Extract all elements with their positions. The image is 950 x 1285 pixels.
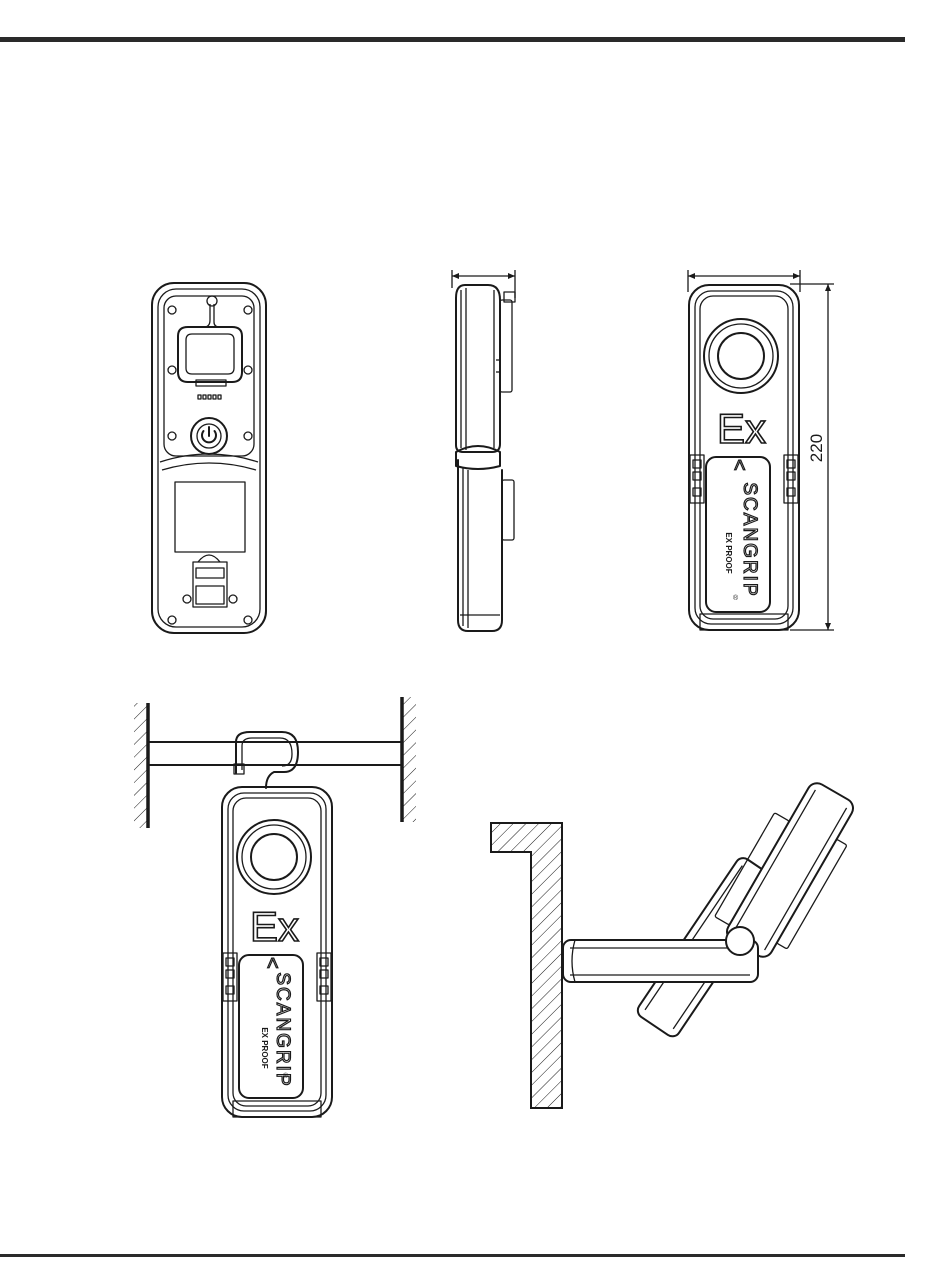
width-dimension <box>688 270 800 292</box>
power-icon <box>202 427 216 442</box>
registered-mark: ® <box>283 1072 289 1080</box>
brand-subtitle: EX PROOF <box>724 532 733 573</box>
lens <box>704 319 778 393</box>
lens <box>237 820 311 894</box>
side-view <box>452 270 515 631</box>
brand-chevron: < <box>728 459 750 471</box>
brand-name: SCANGRIP <box>739 482 760 597</box>
height-dimension: 220 <box>790 284 834 630</box>
ex-mark: Ex <box>250 903 299 950</box>
dimension-label: 220 <box>807 434 826 462</box>
charge-indicator-dots <box>198 395 221 399</box>
back-view <box>152 283 266 633</box>
hook-icon <box>234 732 298 788</box>
brand-chevron: < <box>261 957 283 969</box>
hatched-wall-icon <box>134 697 416 828</box>
ex-mark: Ex <box>717 405 766 452</box>
registered-mark: ® <box>733 594 739 602</box>
front-view: 220 Ex < SCANGRIP ® EX PROOF <box>688 270 834 630</box>
wall-mount-view <box>491 771 867 1108</box>
power-button <box>191 418 227 454</box>
brand-name: SCANGRIP <box>272 972 293 1087</box>
brand-subtitle: EX PROOF <box>260 1027 269 1068</box>
hanging-view: Ex < SCANGRIP ® EX PROOF <box>134 697 416 1117</box>
